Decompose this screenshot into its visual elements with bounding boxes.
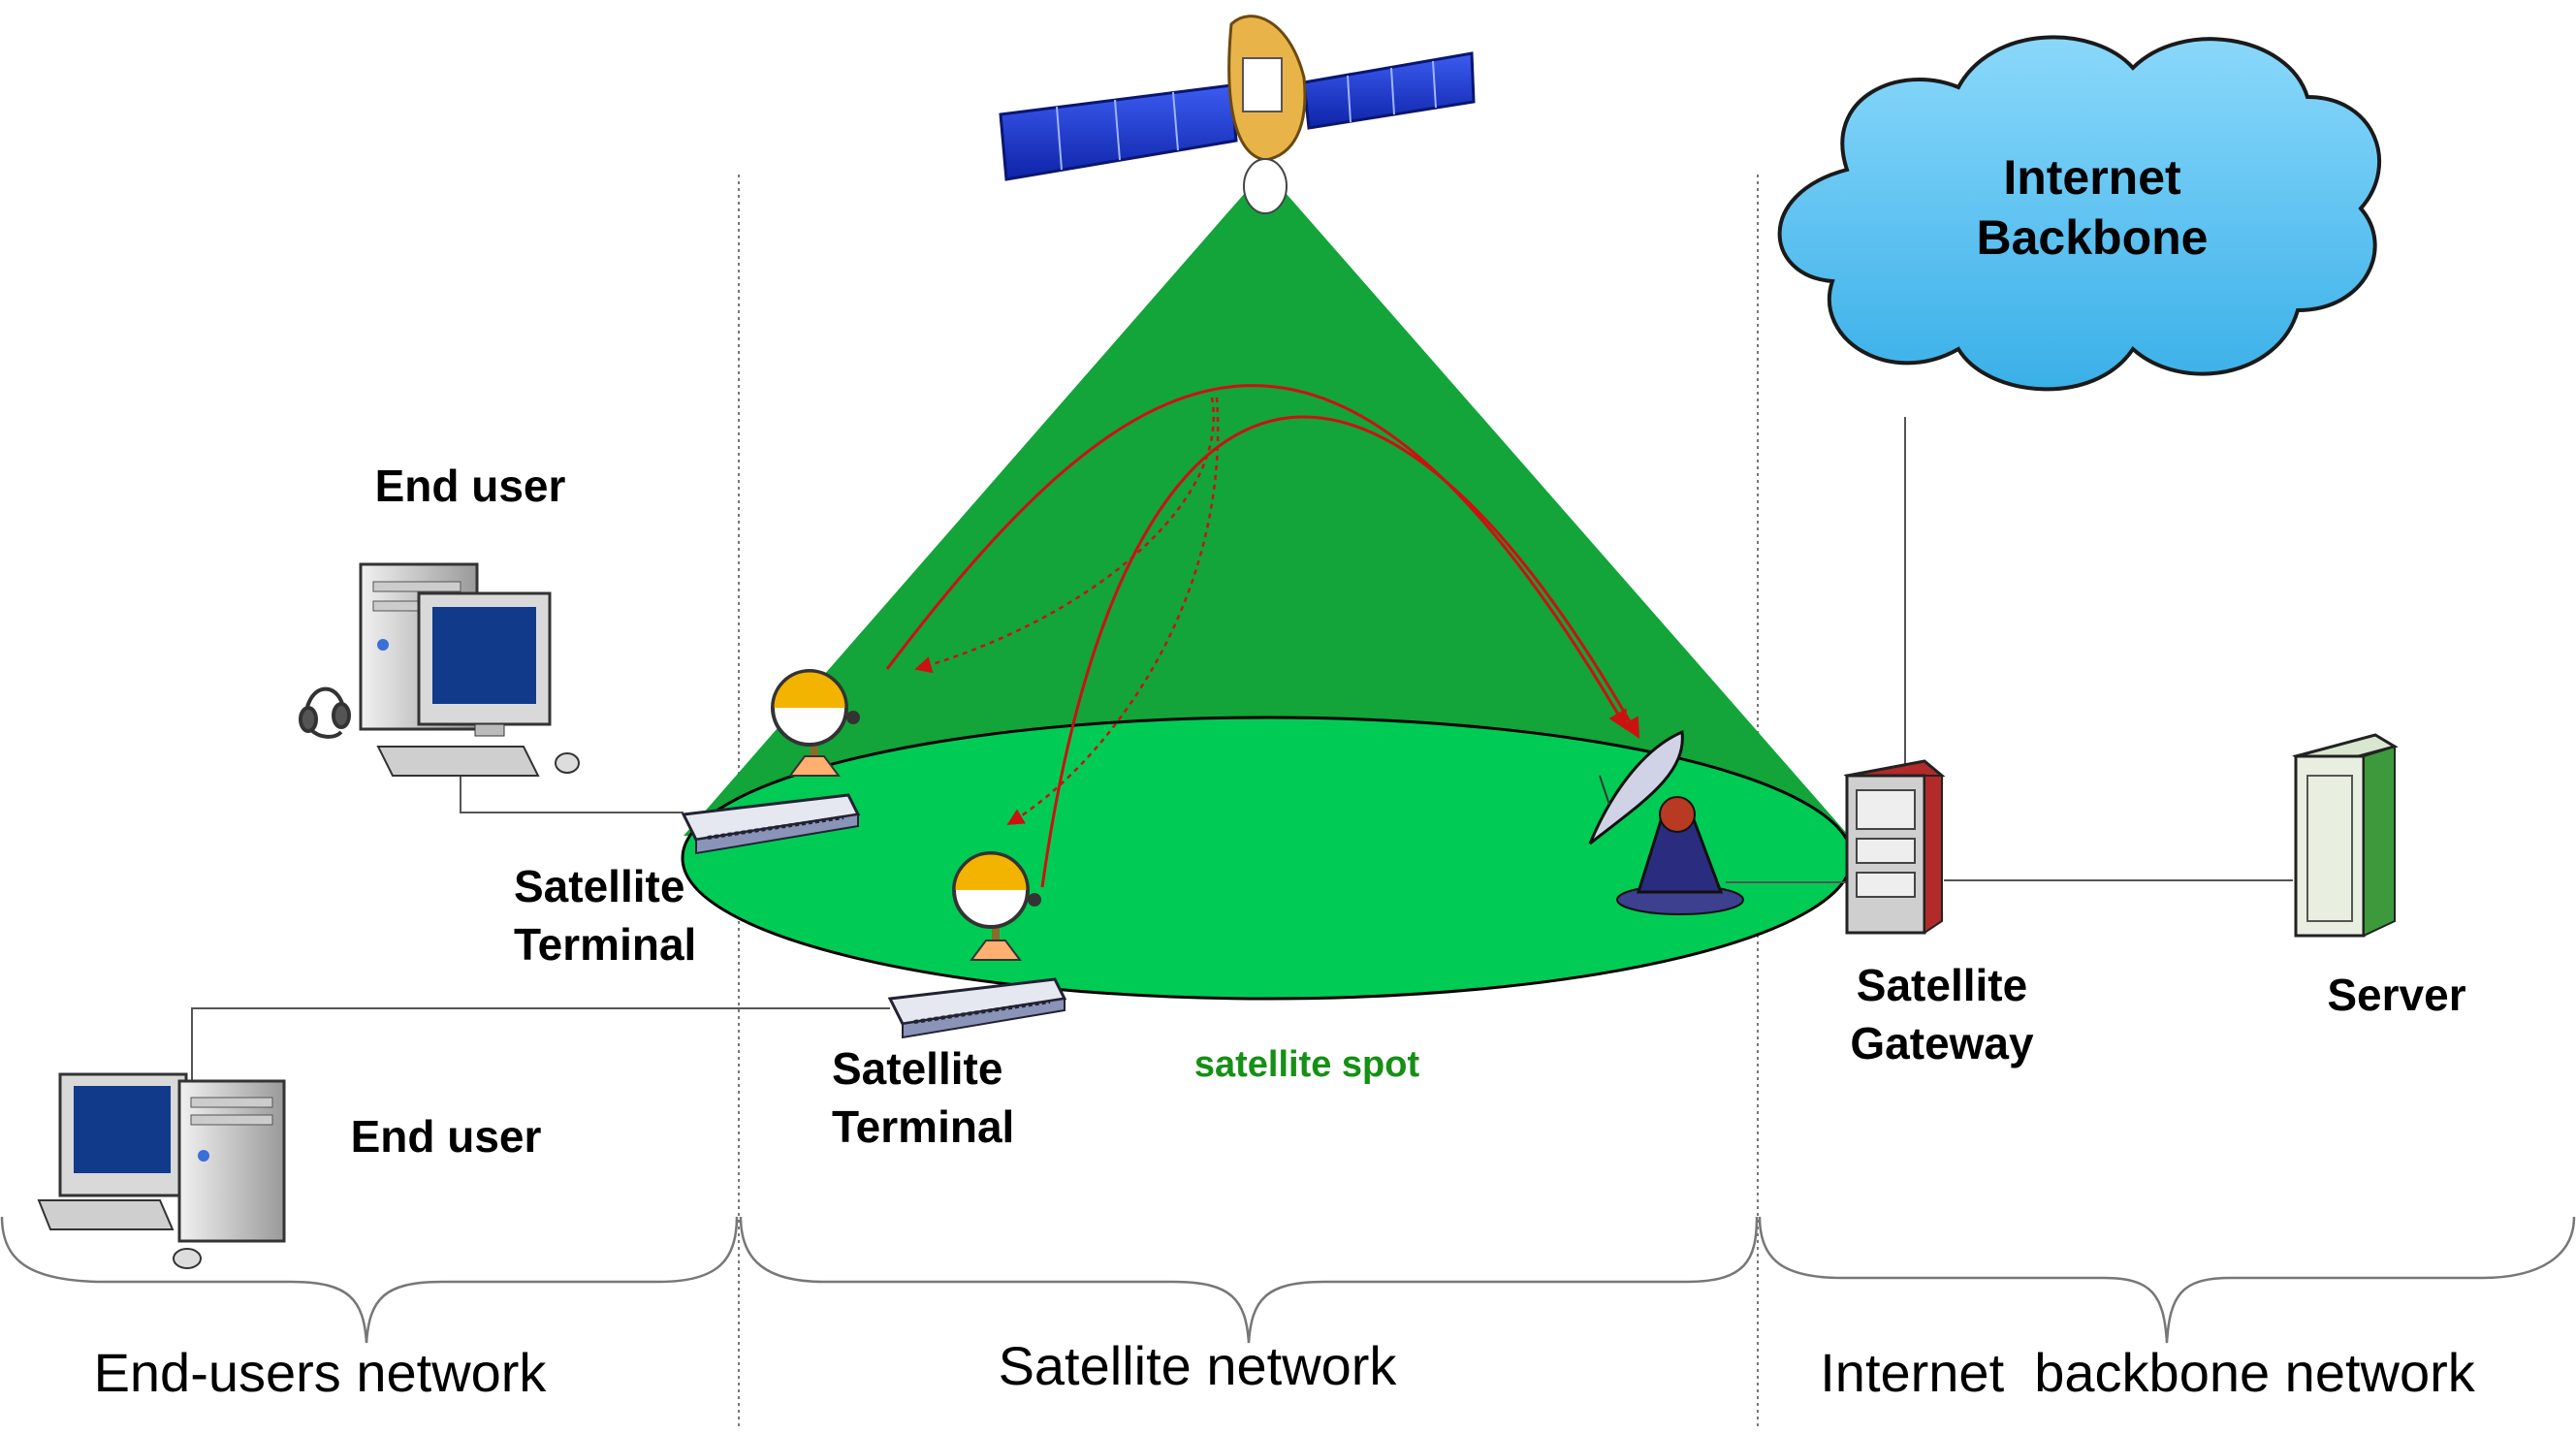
label-satellite-network: Satellite network <box>999 1335 1398 1396</box>
connection-lines <box>191 417 2293 1105</box>
headset-icon <box>299 686 351 739</box>
label-terminal-mid-2: Terminal <box>832 1101 1014 1152</box>
gateway-icon <box>1843 759 1946 935</box>
label-gateway-2: Gateway <box>1850 1018 2034 1068</box>
dish-icon-top <box>771 669 860 777</box>
label-terminal-left-1: Satellite <box>514 861 684 911</box>
label-terminal-mid-1: Satellite <box>832 1043 1002 1094</box>
modem-icon-mid <box>887 977 1067 1039</box>
pc-icon-top <box>359 562 580 777</box>
server-icon <box>2292 733 2399 938</box>
signal-arcs <box>885 384 1640 888</box>
modem-icon-left <box>681 793 861 855</box>
network-braces <box>0 1216 2576 1344</box>
pc-icon-bottom <box>37 1072 286 1269</box>
label-internet-network: Internet backbone network <box>1820 1342 2476 1403</box>
cloud-label-line1: Internet <box>2003 150 2181 205</box>
label-gateway-1: Satellite <box>1857 960 2027 1010</box>
label-end-user-top: End user <box>375 461 566 511</box>
label-terminal-left-2: Terminal <box>514 919 696 970</box>
dish-icon-mid <box>952 851 1041 961</box>
satellite-beam <box>684 170 1849 836</box>
cloud-label-line2: Backbone <box>1977 210 2209 265</box>
satellite-icon <box>999 15 1476 214</box>
label-server: Server <box>2327 970 2465 1020</box>
cloud-icon: Internet Backbone <box>1777 35 2382 392</box>
gateway-dish-icon <box>1588 729 1744 915</box>
signal-arcs-dashed <box>914 397 1220 826</box>
label-end-user-bottom: End user <box>351 1111 542 1162</box>
label-end-users-network: End-users network <box>94 1342 548 1403</box>
label-satellite-spot: satellite spot <box>1194 1044 1420 1085</box>
